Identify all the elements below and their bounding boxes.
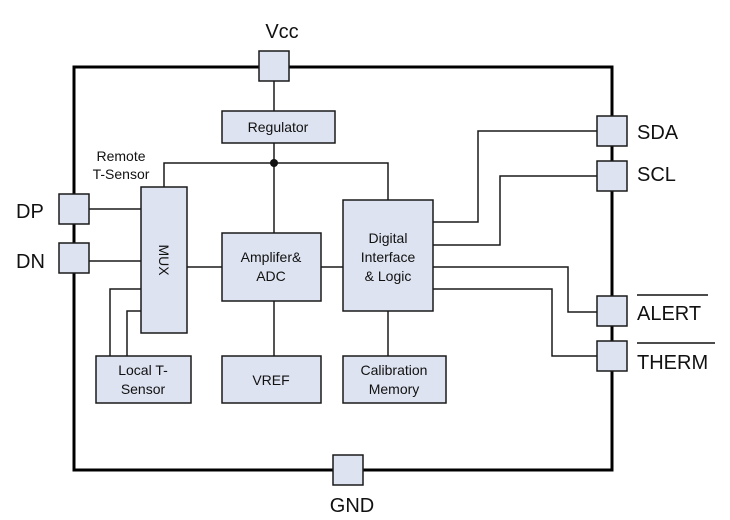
regulator-text: Regulator: [248, 119, 309, 135]
digital-text-line3: & Logic: [365, 268, 412, 284]
dn-pin: [58, 242, 90, 274]
sda-label: SDA: [637, 122, 679, 144]
calibration-memory-block: [342, 355, 447, 404]
sda-pin: [596, 115, 628, 147]
remote-sensor-label-line2: T-Sensor: [93, 166, 150, 182]
gnd-pin: [332, 454, 364, 486]
mux-text: MUX: [156, 244, 172, 276]
alert-pin: [596, 295, 628, 327]
vcc-label: Vcc: [265, 21, 298, 43]
regulator-block: [221, 110, 336, 144]
therm-label: THERM: [637, 352, 708, 374]
dn-label: DN: [16, 251, 45, 273]
local-sensor-text-line1: Local T-: [118, 362, 168, 378]
vref-block: [221, 355, 322, 404]
alert-label: ALERT: [637, 303, 701, 325]
digital-text-line2: Interface: [361, 249, 416, 265]
amplifier-text-line2: ADC: [256, 268, 286, 284]
junction-dot: [270, 159, 278, 167]
local-sensor-block: [95, 355, 192, 404]
amplifier-text-line1: Amplifer&: [241, 249, 302, 265]
remote-sensor-label-line1: Remote: [96, 148, 145, 164]
scl-label: SCL: [637, 164, 676, 186]
mux-block: [140, 186, 188, 334]
wires: [89, 81, 597, 357]
scl-pin: [596, 160, 628, 192]
vcc-pin: [258, 50, 290, 82]
amplifier-adc-block: [221, 232, 322, 302]
vref-text: VREF: [252, 372, 289, 388]
therm-pin: [596, 340, 628, 372]
dp-pin: [58, 193, 90, 225]
dp-label: DP: [16, 201, 44, 223]
local-sensor-text-line2: Sensor: [121, 381, 166, 397]
digital-text-line1: Digital: [369, 230, 408, 246]
digital-logic-block: [342, 199, 434, 312]
calibration-text-line1: Calibration: [361, 362, 428, 378]
gnd-label: GND: [330, 495, 374, 517]
calibration-text-line2: Memory: [369, 381, 420, 397]
